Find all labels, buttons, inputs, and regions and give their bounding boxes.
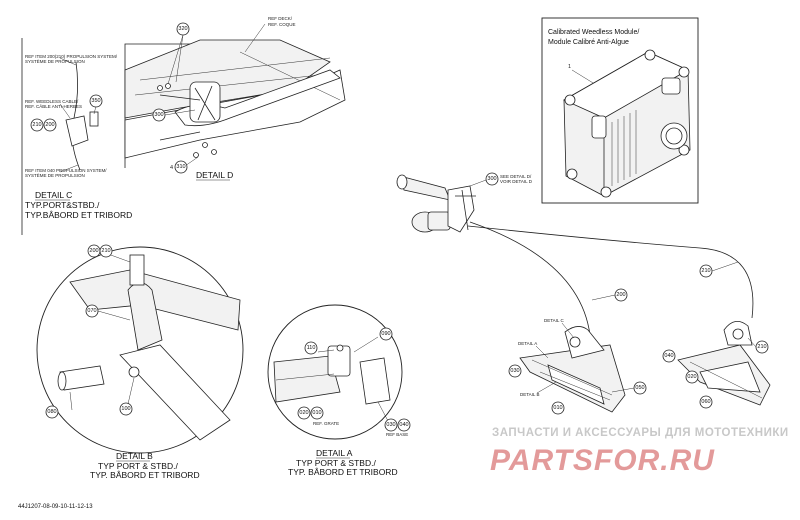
callout-300-main: 300 — [485, 172, 499, 186]
callout-040-a: 040 — [397, 418, 411, 432]
svg-text:010: 010 — [312, 410, 321, 416]
svg-text:040: 040 — [399, 422, 408, 428]
svg-text:350: 350 — [91, 98, 100, 104]
callout-030-a: 030 — [384, 418, 398, 432]
svg-text:200: 200 — [45, 122, 54, 128]
detail-c-ref2-line1: REF. WEEDLESS CABLE/ — [25, 99, 79, 104]
callout-070-b: 070 — [85, 304, 99, 318]
callout-060-main: 060 — [699, 395, 713, 409]
callout-310: 310 — [174, 160, 188, 174]
detail-c-ref2-line2: REF. CÂBLE ANTI-HERBES — [25, 103, 82, 109]
svg-text:060: 060 — [701, 399, 710, 405]
svg-text:040: 040 — [664, 353, 673, 359]
detail-a-title: DETAIL A — [316, 448, 353, 458]
callout-100-b: 100 — [119, 402, 133, 416]
watermark-line-1: ЗАПЧАСТИ И АКСЕССУАРЫ ДЛЯ МОТОТЕХНИКИ — [492, 427, 789, 439]
callout-320: 320 — [176, 22, 190, 36]
detail-a-panel: 110 090 020 010 030 040 REF. GRATE REF B… — [267, 304, 411, 477]
callout-030-main: 030 — [508, 364, 522, 378]
svg-text:030: 030 — [386, 422, 395, 428]
detail-c-ref1-line2: SYSTÈME DE PROPULSION — [25, 58, 85, 64]
module-callout-1: 1 — [568, 64, 571, 70]
svg-text:050: 050 — [635, 385, 644, 391]
drawing-code: 44J1207-08-09-10-11-12-13 — [18, 504, 93, 510]
callout-210-b: 210 — [99, 244, 113, 258]
callout-210-main: 210 — [699, 264, 713, 278]
callout-200-main: 200 — [614, 288, 628, 302]
main-detail-c-label: DETAIL C — [544, 318, 565, 323]
detail-d-panel: REF DECK/ REF. COQUE 320 300 310 4 DETAI… — [21, 16, 346, 235]
svg-text:310: 310 — [176, 164, 185, 170]
module-title-2: Module Calibré Anti-Algue — [548, 39, 629, 46]
svg-text:110: 110 — [307, 345, 316, 351]
svg-text:300: 300 — [154, 112, 163, 118]
callout-020-a: 020 — [297, 406, 311, 420]
svg-text:210: 210 — [701, 268, 710, 274]
svg-text:070: 070 — [87, 308, 96, 314]
callout-210-right: 210 — [755, 340, 769, 354]
detail-b-sub2: TYP. BÂBORD ET TRIBORD — [90, 470, 200, 480]
callout-4: 4 — [170, 165, 173, 171]
callout-010-main: 010 — [551, 401, 565, 415]
callout-200-b: 200 — [87, 244, 101, 258]
see-detail-d-2: VOIR DETAIL D — [500, 179, 533, 184]
detail-c-title: DETAIL C — [35, 190, 72, 200]
callout-040-main: 040 — [662, 349, 676, 363]
detail-b-panel: 200 210 070 080 100 DETAIL B TYP PORT & … — [36, 244, 244, 480]
weedless-module-panel: Calibrated Weedless Module/ Module Calib… — [541, 17, 699, 204]
detail-c-panel: REF ITEM 200(210) PROPULSION SYSTEM/ SYS… — [25, 54, 132, 220]
svg-text:210: 210 — [757, 344, 766, 350]
svg-text:030: 030 — [510, 368, 519, 374]
ref-deck-label-2: REF. COQUE — [268, 22, 296, 27]
callout-300: 300 — [152, 108, 166, 122]
svg-text:080: 080 — [47, 409, 56, 415]
callout-210-c: 210 — [30, 118, 44, 132]
svg-text:090: 090 — [381, 331, 390, 337]
actuator-assembly: 300 SEE DETAIL D/ VOIR DETAIL D 200 210 — [396, 172, 754, 336]
callout-200-c: 200 — [43, 118, 57, 132]
module-title-1: Calibrated Weedless Module/ — [548, 29, 639, 36]
starboard-bracket-assembly: 040 020 060 210 — [662, 321, 771, 409]
callout-010-a: 010 — [310, 406, 324, 420]
detail-c-ref3-line1: REF ITEM 040 PROPULSION SYSTEM/ — [25, 168, 107, 173]
main-detail-b-label: DETAIL B — [520, 392, 540, 397]
watermark: ЗАПЧАСТИ И АКСЕССУАРЫ ДЛЯ МОТОТЕХНИКИ PA… — [490, 427, 789, 477]
svg-text:320: 320 — [178, 26, 187, 32]
ref-grate-label: REF. GRATE — [313, 421, 339, 426]
callout-350: 350 — [89, 94, 103, 108]
port-bracket-assembly: DETAIL C DETAIL A DETAIL B 030 010 050 — [508, 318, 647, 415]
ref-deck-label-1: REF DECK/ — [268, 16, 293, 21]
main-detail-a-label: DETAIL A — [518, 341, 537, 346]
callout-090-a: 090 — [379, 327, 393, 341]
watermark-logo-text: PARTSFOR.RU — [490, 444, 715, 477]
detail-b-sub1: TYP PORT & STBD./ — [98, 461, 178, 471]
detail-c-sub1: TYP.PORT&STBD./ — [25, 200, 100, 210]
svg-text:200: 200 — [616, 292, 625, 298]
svg-text:200: 200 — [89, 248, 98, 254]
detail-c-ref3-line2: SYSTÈME DE PROPULSION — [25, 172, 85, 178]
detail-c-sub2: TYP.BÂBORD ET TRIBORD — [25, 210, 132, 220]
svg-text:020: 020 — [299, 410, 308, 416]
svg-text:300: 300 — [487, 176, 496, 182]
callout-110-a: 110 — [304, 341, 318, 355]
svg-text:020: 020 — [687, 374, 696, 380]
detail-c-ref1-line1: REF ITEM 200(210) PROPULSION SYSTEM/ — [25, 54, 118, 59]
svg-text:210: 210 — [101, 248, 110, 254]
svg-text:210: 210 — [32, 122, 41, 128]
callout-080-b: 080 — [45, 405, 59, 419]
svg-text:010: 010 — [553, 405, 562, 411]
detail-a-sub1: TYP PORT & STBD./ — [296, 458, 376, 468]
detail-d-title: DETAIL D — [196, 170, 233, 180]
detail-b-title: DETAIL B — [116, 451, 153, 461]
detail-a-sub2: TYP. BÂBORD ET TRIBORD — [288, 467, 398, 477]
svg-text:100: 100 — [121, 406, 130, 412]
see-detail-d-1: SEE DETAIL D/ — [500, 174, 532, 179]
callout-020-main: 020 — [685, 370, 699, 384]
ref-base-label: REF BASE — [386, 432, 408, 437]
callout-050-main: 050 — [633, 381, 647, 395]
